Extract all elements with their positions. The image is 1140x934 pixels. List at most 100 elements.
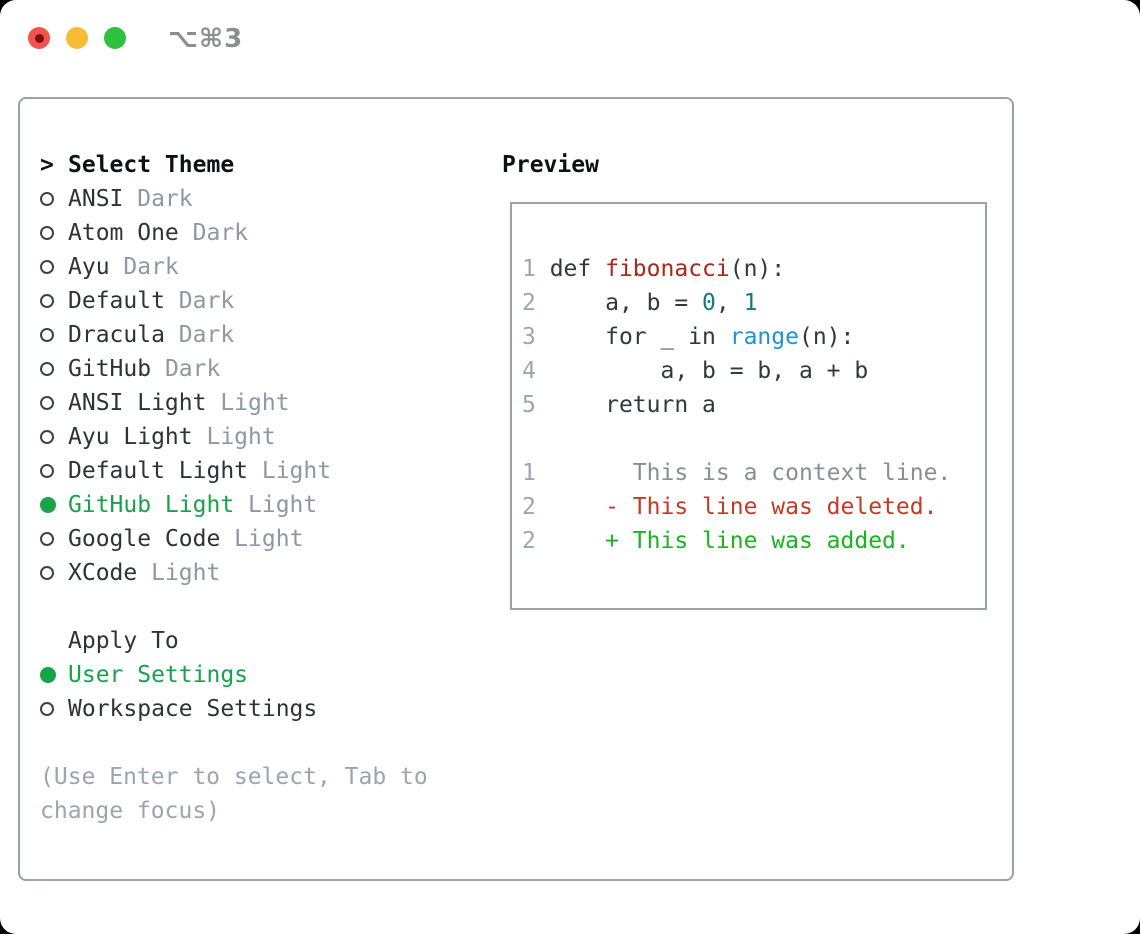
radio-icon — [40, 566, 54, 580]
preview-line: 2 a, b = 0, 1 — [522, 286, 985, 320]
line-number: 3 — [522, 324, 536, 350]
select-theme-header-row: > Select Theme — [40, 148, 480, 182]
preview-line: 4 a, b = b, a + b — [522, 354, 985, 388]
theme-name: GitHub Light — [68, 492, 235, 518]
code-segment: fibonacci — [605, 256, 730, 282]
line-number: 2 — [522, 290, 536, 316]
theme-name: Default Light — [68, 458, 249, 484]
maximize-button[interactable] — [104, 27, 126, 49]
code-segment: range — [729, 324, 799, 350]
theme-option-atom-one[interactable]: Atom One Dark — [40, 216, 480, 250]
help-text: (Use Enter to select, Tab to change focus… — [40, 760, 480, 828]
help-text-line: change focus) — [40, 798, 221, 824]
close-button[interactable] — [28, 27, 50, 49]
radio-cell — [40, 260, 68, 274]
radio-icon — [40, 192, 54, 206]
line-number: 2 — [522, 528, 536, 554]
code-segment: This is a context line. — [535, 460, 952, 486]
preview-line: 2 - This line was deleted. — [522, 490, 985, 524]
theme-name: Atom One — [68, 220, 179, 246]
theme-option-ayu-light[interactable]: Ayu Light Light — [40, 420, 480, 454]
line-number: 2 — [522, 494, 536, 520]
radio-icon — [40, 532, 54, 546]
theme-option-ayu[interactable]: Ayu Dark — [40, 250, 480, 284]
radio-selected-icon — [40, 667, 56, 683]
help-text-line: (Use Enter to select, Tab to — [40, 764, 428, 790]
minimize-button[interactable] — [66, 27, 88, 49]
theme-name: Default — [68, 288, 165, 314]
code-segment: - This line was deleted. — [535, 494, 938, 520]
radio-cell — [40, 497, 68, 513]
radio-cell — [40, 362, 68, 376]
theme-tag: Dark — [109, 254, 179, 280]
code-segment: def — [535, 256, 606, 282]
theme-tag: Dark — [164, 322, 235, 348]
theme-name: Ayu Light — [68, 424, 193, 450]
theme-option-google-code[interactable]: Google Code Light — [40, 522, 480, 556]
radio-icon — [40, 260, 54, 274]
theme-option-default[interactable]: Default Dark — [40, 284, 480, 318]
radio-cell — [40, 328, 68, 342]
radio-icon — [40, 294, 54, 308]
theme-name: ANSI Light — [68, 390, 207, 416]
theme-tag: Light — [137, 560, 221, 586]
apply-option-user-settings[interactable]: User Settings — [40, 658, 480, 692]
window-title: ⌥⌘3 — [168, 24, 244, 54]
code-segment: + This line was added. — [535, 528, 910, 554]
radio-icon — [40, 464, 54, 478]
theme-option-github-light[interactable]: GitHub Light Light — [40, 488, 480, 522]
radio-cell — [40, 430, 68, 444]
theme-tag: Dark — [164, 288, 235, 314]
radio-cell — [40, 566, 68, 580]
focus-caret-icon: > — [40, 152, 54, 178]
radio-icon — [40, 328, 54, 342]
line-number: 5 — [522, 392, 536, 418]
theme-tag: Dark — [151, 356, 221, 382]
theme-option-github[interactable]: GitHub Dark — [40, 352, 480, 386]
apply-to-title: Apply To — [68, 628, 179, 654]
radio-selected-icon — [40, 497, 56, 513]
spacer — [40, 726, 480, 760]
theme-option-dracula[interactable]: Dracula Dark — [40, 318, 480, 352]
preview-line: 3 for _ in range(n): — [522, 320, 985, 354]
radio-cell — [40, 532, 68, 546]
code-segment: 1 — [743, 290, 758, 316]
code-segment: for _ in — [535, 324, 730, 350]
theme-tag: Light — [248, 458, 332, 484]
theme-option-ansi-light[interactable]: ANSI Light Light — [40, 386, 480, 420]
apply-option-label: Workspace Settings — [68, 696, 318, 722]
radio-cell — [40, 464, 68, 478]
theme-tag: Dark — [178, 220, 249, 246]
code-segment: (n): — [729, 256, 786, 282]
preview-blank-line — [522, 422, 985, 456]
line-number: 1 — [522, 460, 536, 486]
preview-line: 1 def fibonacci(n): — [522, 252, 985, 286]
theme-option-ansi[interactable]: ANSI Dark — [40, 182, 480, 216]
close-dot-icon — [34, 33, 44, 43]
theme-name: XCode — [68, 560, 138, 586]
code-segment: (n): — [798, 324, 855, 350]
titlebar: ⌥⌘3 — [0, 0, 1140, 76]
spacer — [40, 590, 480, 624]
theme-option-xcode[interactable]: XCode Light — [40, 556, 480, 590]
theme-name: ANSI — [68, 186, 124, 212]
code-segment: a, b = — [535, 290, 703, 316]
select-theme-title: Select Theme — [68, 152, 235, 178]
code-segment: , — [715, 290, 744, 316]
theme-tag: Light — [206, 390, 290, 416]
radio-cell — [40, 192, 68, 206]
preview-line: 2 + This line was added. — [522, 524, 985, 558]
code-segment: return a — [535, 392, 716, 418]
theme-option-default-light[interactable]: Default Light Light — [40, 454, 480, 488]
radio-icon — [40, 702, 54, 716]
apply-option-workspace-settings[interactable]: Workspace Settings — [40, 692, 480, 726]
preview-line: 5 return a — [522, 388, 985, 422]
radio-cell — [40, 226, 68, 240]
theme-tag: Light — [234, 492, 318, 518]
preview-title: Preview — [502, 152, 599, 178]
